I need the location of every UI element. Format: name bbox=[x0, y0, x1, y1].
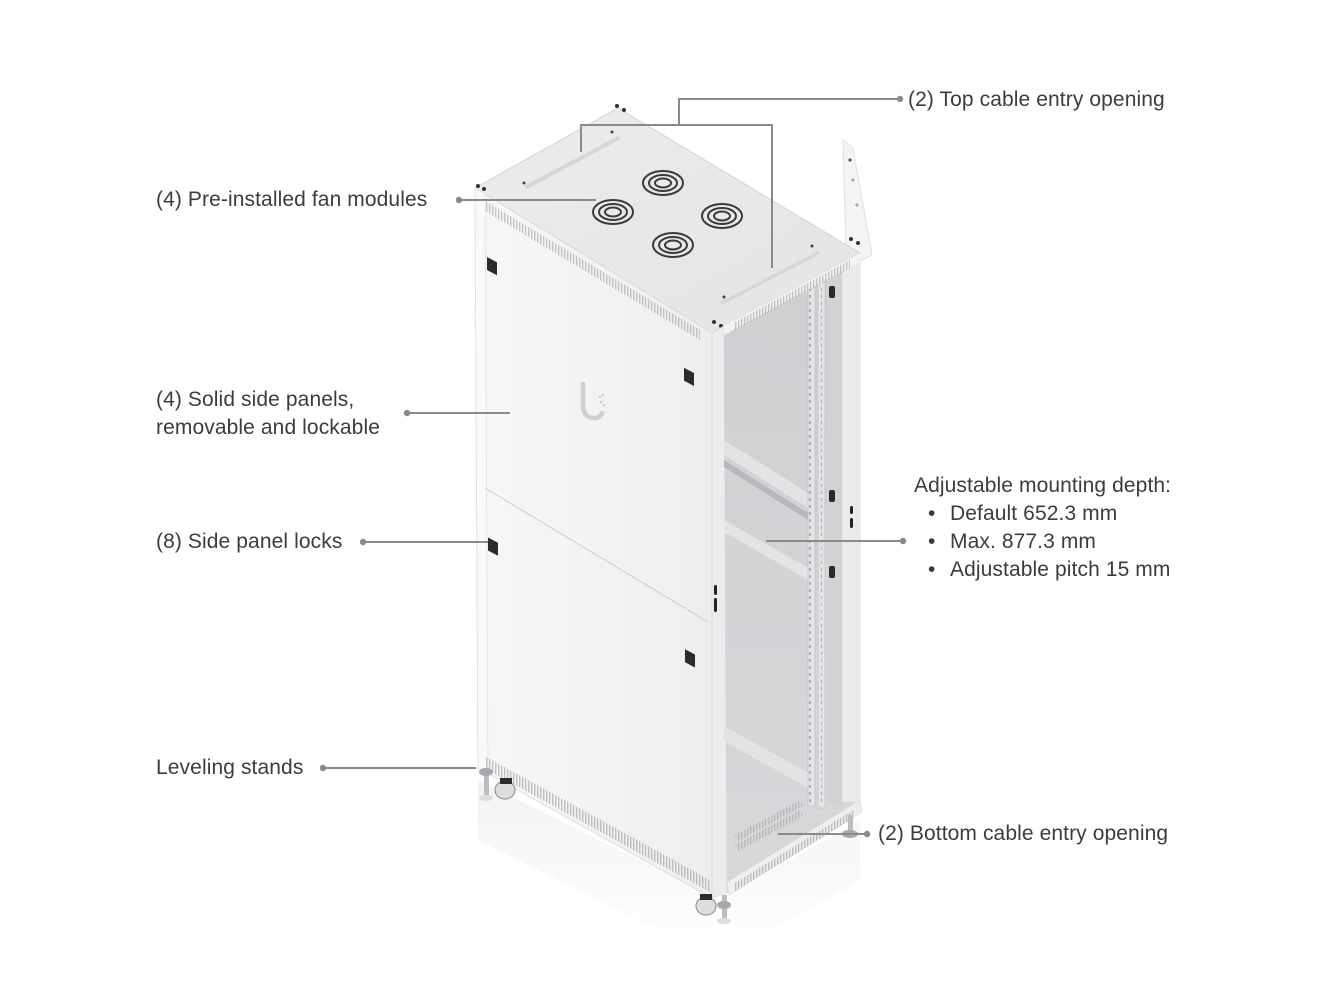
floor-reflection bbox=[478, 780, 860, 960]
side-panel-lock-icon bbox=[488, 537, 498, 556]
callout-text: Leveling stands bbox=[156, 756, 304, 779]
callout-side-panel-locks: (8) Side panel locks bbox=[156, 528, 342, 556]
callout-text-line-2: removable and lockable bbox=[156, 416, 381, 439]
leveling-stand-icon bbox=[717, 895, 731, 924]
callout-text: (2) Bottom cable entry opening bbox=[878, 822, 1169, 845]
side-panel-lock-icon bbox=[685, 649, 695, 668]
callout-fan-modules: (4) Pre-installed fan modules bbox=[156, 186, 427, 214]
fan-module-icon bbox=[642, 170, 684, 196]
rear-frame-post bbox=[842, 138, 873, 263]
callout-title: Adjustable mounting depth: bbox=[914, 474, 1172, 497]
fan-module-icon bbox=[701, 203, 743, 229]
caster-wheel-icon bbox=[494, 778, 516, 800]
mounting-depth-specs: Default 652.3 mm Max. 877.3 mm Adjustabl… bbox=[914, 500, 1171, 584]
cabinet-interior bbox=[724, 253, 860, 893]
caster-wheel-icon bbox=[695, 894, 717, 916]
side-panel-lock-icon bbox=[684, 367, 694, 387]
side-panel-lock-icon bbox=[487, 256, 497, 276]
spec-max-depth: Max. 877.3 mm bbox=[914, 528, 1171, 556]
callout-leveling-stands: Leveling stands bbox=[156, 754, 303, 782]
callout-side-panels: (4) Solid side panels, removable and loc… bbox=[156, 386, 380, 442]
leveling-stand-icon bbox=[479, 768, 493, 801]
fan-module-icon bbox=[652, 232, 694, 258]
callout-text: (8) Side panel locks bbox=[156, 530, 343, 553]
fan-module-icon bbox=[592, 199, 634, 225]
spec-default-depth: Default 652.3 mm bbox=[914, 500, 1171, 528]
callout-text: (2) Top cable entry opening bbox=[908, 88, 1165, 111]
callout-bottom-cable-entry: (2) Bottom cable entry opening bbox=[878, 820, 1168, 848]
callout-top-cable-entry: (2) Top cable entry opening bbox=[908, 86, 1165, 114]
callout-text: (4) Pre-installed fan modules bbox=[156, 188, 428, 211]
ubiquiti-logo-icon bbox=[580, 381, 606, 421]
callout-mounting-depth: Adjustable mounting depth: Default 652.3… bbox=[914, 472, 1171, 584]
spec-adjustable-pitch: Adjustable pitch 15 mm bbox=[914, 556, 1171, 584]
leader-lines bbox=[323, 98, 903, 835]
callout-text-line-1: (4) Solid side panels, bbox=[156, 388, 355, 411]
